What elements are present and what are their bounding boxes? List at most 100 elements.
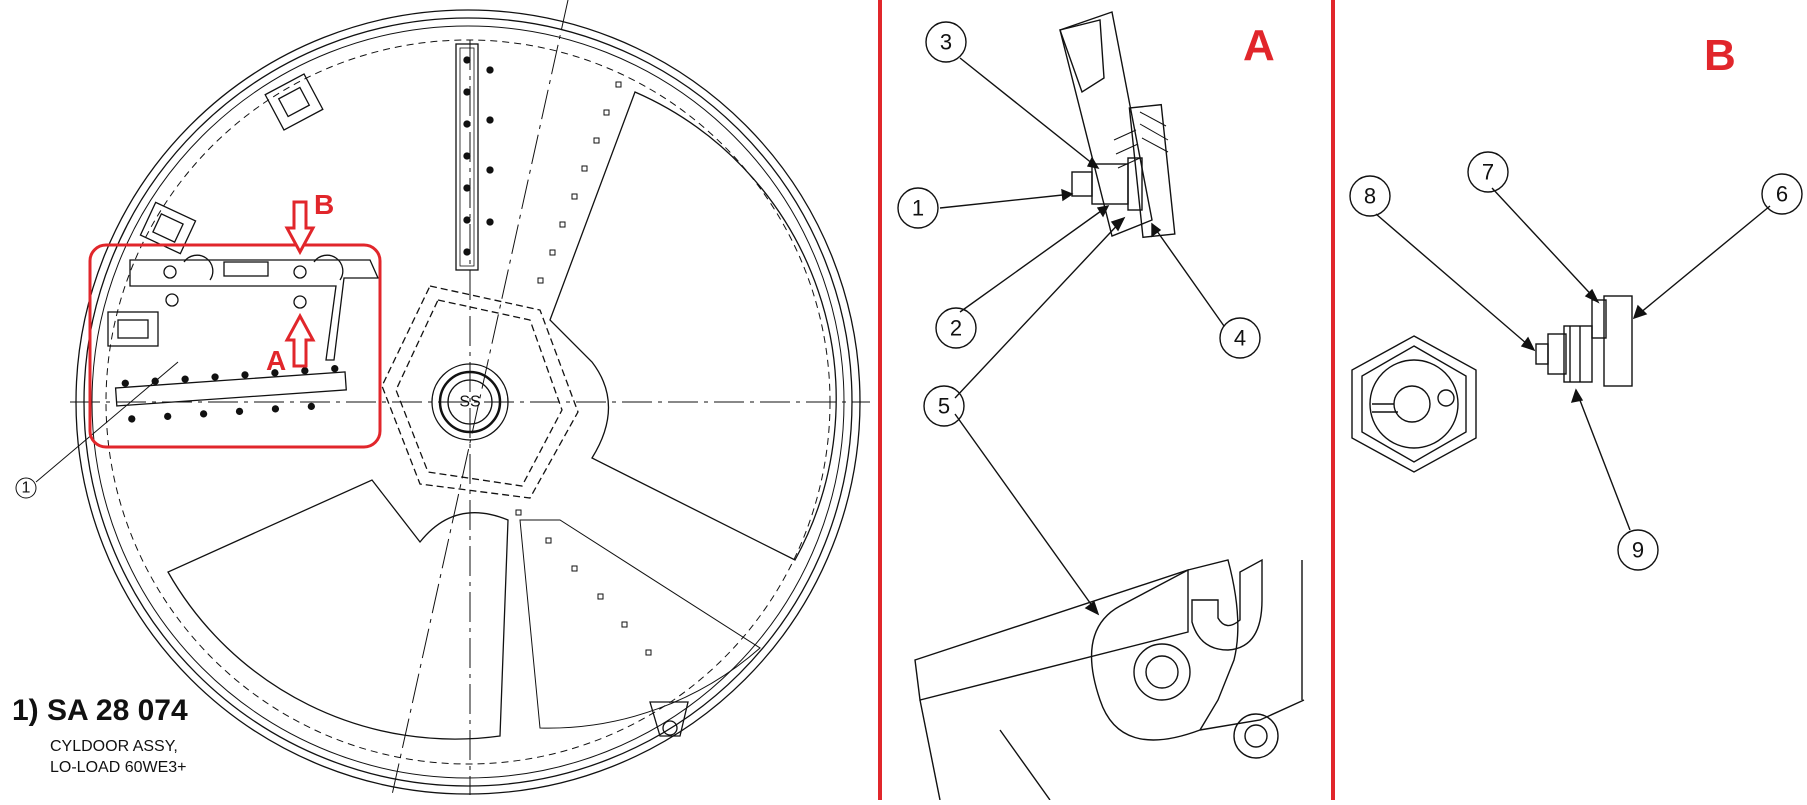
latch-top-inner [277,86,311,118]
part-description-line1: CYLDOOR ASSY, [50,738,178,755]
spoke-opening-right [549,91,837,561]
hinge-strip-horizontal [114,371,347,407]
a-callout-1: 1 [912,196,924,221]
a-callout-circle-2 [935,307,977,349]
b-tip [1535,343,1549,365]
main-callout-1-leader [35,361,179,483]
b-plate [1603,295,1633,387]
hinge-vertical-bolts [463,56,494,256]
hub-ring-2 [438,370,502,434]
detail-b-view [1349,151,1803,571]
detail-highlight-box [88,243,382,449]
a-leader-2 [959,205,1109,313]
b-leader-7 [1491,187,1599,303]
a-callout-3: 3 [940,30,952,55]
b-arrowhead-7 [1584,288,1600,304]
latch-bottom-pin [662,720,678,736]
a-callout-4: 4 [1234,326,1246,351]
b-leader-9 [1575,389,1631,531]
b-spacer [1591,299,1607,339]
hinge-horizontal-bolts [121,364,339,423]
a-hatching [1113,111,1169,169]
a-lower-block-side [919,699,1051,801]
b-arrowhead-8 [1520,336,1536,352]
a-arrowhead-1 [1061,188,1074,202]
main-callout-1-text: 1 [22,480,31,497]
spoke-opening-bottom-left [167,479,509,740]
b-body [1563,325,1593,383]
a-callout-circle-3 [925,21,967,63]
stiffener-cutouts [183,254,344,281]
marker-a-arrow [284,312,316,368]
b-hex-nut-pin [1393,385,1431,423]
a-lower-bolt-inner [1244,724,1268,748]
spoke-opening-right-lower [519,519,761,729]
stiffener-slot [223,261,269,277]
latch-mid-inner [152,213,184,243]
b-arrowhead-6 [1632,304,1648,320]
a-callout-5: 5 [938,394,950,419]
hub-hex-inner [395,299,563,487]
main-callout-1-circle [15,477,37,499]
latch-bottom [649,701,689,737]
b-hex-nut-outer [1351,335,1477,473]
a-bolt-head [1071,171,1093,197]
a-door-tab [1059,19,1105,94]
b-callout-6: 6 [1776,182,1788,207]
a-bolt-flange [1127,157,1143,211]
hinge-strip-vertical [455,43,479,271]
latch-left [107,311,159,347]
centerline-diagonal [391,0,569,796]
detail-a-title: A [1243,21,1275,70]
marker-b-label: B [314,189,334,220]
part-number: 1) SA 28 074 [12,694,188,727]
b-callout-circle-8 [1349,175,1391,217]
detail-b-callout-texts: 6 7 8 9 [1364,160,1788,563]
stiffener-bar [129,259,380,361]
a-lower-arm [1199,560,1305,731]
hinge-strip-vertical-inner [459,47,475,267]
b-hex-nut-tab [1437,389,1455,407]
a-callout-2: 2 [950,316,962,341]
part-description-line2: LO-LOAD 60WE3+ [50,759,187,776]
a-arrowhead-3 [1086,156,1100,169]
b-callout-circle-6 [1761,173,1803,215]
a-leader-3 [959,57,1099,169]
b-arrowhead-9 [1570,388,1584,403]
detail-a-callout-texts: 1 2 3 4 5 [912,30,1246,419]
a-leader-5a [954,217,1125,399]
a-callout-circle-5 [923,385,965,427]
a-callout-circle-1 [897,187,939,229]
a-arrowhead-2 [1096,205,1110,218]
hub-ring-1 [431,363,509,441]
marker-a-label: A [266,345,286,376]
a-door-plate [1059,11,1153,237]
stiffener-bolt-1 [163,265,177,279]
b-leader-6 [1633,205,1771,319]
b-hex-nut-inner [1361,345,1467,463]
a-rubber-pad [1128,103,1176,239]
b-hex-nut-bore [1369,359,1459,449]
a-arrowhead-4 [1151,222,1162,238]
diagonal-slots [515,81,652,656]
a-lower-block [914,569,1189,701]
b-callout-7: 7 [1482,160,1494,185]
hub-label: SS [459,394,480,411]
main-view [15,0,870,796]
stiffener-bolt-2 [293,265,307,279]
a-hinge-pin-inner [1145,655,1179,689]
a-hinge-pin-outer [1133,643,1191,701]
a-hook [1191,558,1263,651]
b-callout-circle-9 [1617,529,1659,571]
a-leader-1 [939,193,1073,209]
latch-top [264,73,324,131]
detail-a-view [897,11,1305,801]
b-callout-9: 9 [1632,538,1644,563]
detail-b-title: B [1704,31,1736,80]
marker-b-arrow [284,200,316,256]
part-description: CYLDOOR ASSY, LO-LOAD 60WE3+ [50,736,187,778]
hub-hex-outer [381,285,579,499]
latch-left-inner [117,319,149,339]
